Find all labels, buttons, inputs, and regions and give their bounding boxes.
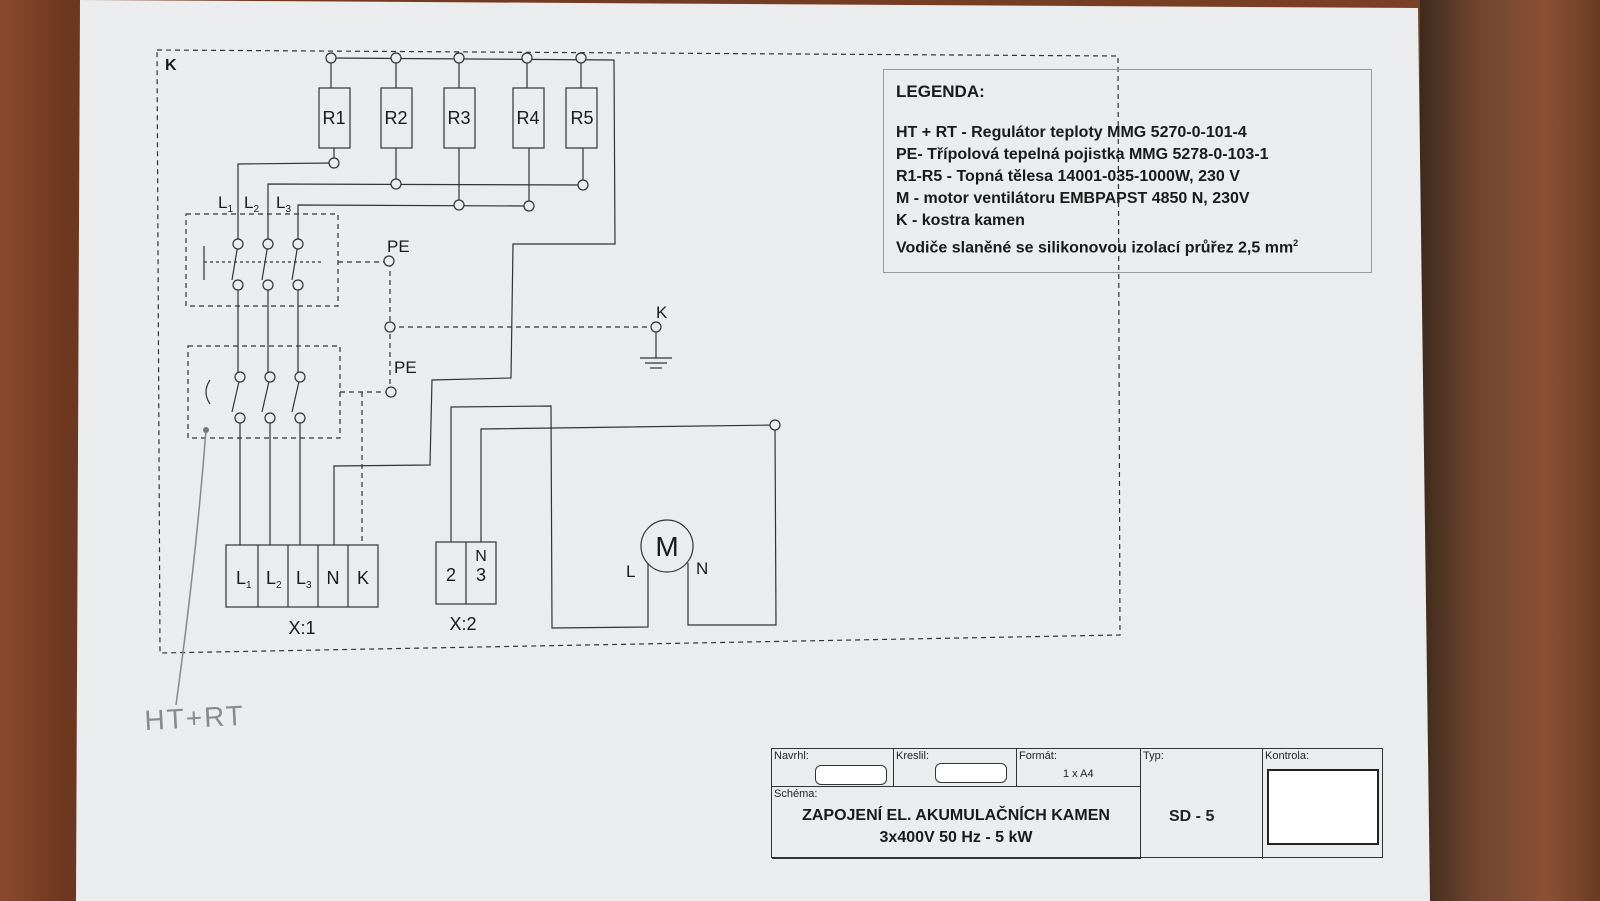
switch-label-l1: L1: [218, 193, 233, 215]
legend-line-k: K - kostra kamen: [896, 212, 1025, 229]
navrhl-label: Navrhl:: [774, 750, 809, 762]
typ-label: Typ:: [1143, 750, 1164, 762]
resistor-r4: R4: [516, 108, 539, 128]
legend-wires-text: Vodiče slaněné se silikonovou izolací pr…: [896, 239, 1294, 257]
typ-value: SD - 5: [1169, 808, 1215, 825]
x1-label-l3: L3: [296, 568, 312, 591]
motor-n-label: N: [696, 559, 708, 578]
resistor-r3: R3: [447, 108, 470, 128]
legend-line-r1-r5: R1-R5 - Topná tělesa 14001-035-1000W, 23…: [896, 168, 1240, 185]
switch-label-l2: L2: [244, 193, 259, 215]
kreslil-cell: Kreslil:: [894, 749, 1017, 787]
pe-label-bottom: PE: [394, 358, 417, 377]
legend-box: LEGENDA: HT + RT - Regulátor teploty MMG…: [883, 69, 1372, 273]
legend-title: LEGENDA:: [896, 82, 985, 101]
legend-wires-superscript: 2: [1293, 238, 1299, 248]
navrhl-cell: Navrhl:: [772, 749, 894, 787]
frame-label: K: [165, 57, 177, 74]
kontrola-redaction: [1267, 769, 1379, 845]
switch-label-l3: L3: [276, 193, 291, 215]
legend-line-motor: M - motor ventilátoru EMBPAPST 4850 N, 2…: [896, 190, 1250, 207]
wood-background-right: [1420, 0, 1600, 901]
kontrola-label: Kontrola:: [1265, 750, 1310, 762]
x1-name: X:1: [288, 618, 315, 638]
frame-dashed: [156, 49, 1121, 654]
title-block: Navrhl: Kreslil: Formát: 1 x A4 Schéma: …: [771, 748, 1384, 859]
format-value: 1 x A4: [1063, 768, 1094, 780]
x1-label-k: K: [357, 568, 369, 588]
legend-line-pe: PE- Třípolová tepelná pojistka MMG 5278-…: [896, 146, 1269, 163]
x2-label-2: 2: [446, 565, 456, 585]
x2-label-n: N: [475, 548, 487, 565]
navrhl-redaction: [815, 765, 887, 785]
x1-label-l2: L2: [266, 568, 282, 591]
kreslil-redaction: [935, 763, 1007, 783]
x2-name: X:2: [449, 614, 476, 634]
schema-title-line1: ZAPOJENÍ EL. AKUMULAČNÍCH KAMEN: [802, 807, 1110, 824]
schema-title-line2: 3x400V 50 Hz - 5 kW: [879, 829, 1033, 846]
format-label: Formát:: [1019, 750, 1057, 762]
paper: [76, 0, 1430, 901]
motor-l-label: L: [626, 562, 635, 581]
schema-label: Schéma:: [774, 788, 818, 800]
x2-label-3: 3: [476, 565, 486, 585]
top-bus: [330, 57, 616, 545]
resistor-r1: R1: [322, 108, 345, 128]
handwritten-ht-rt: HT+RT: [144, 700, 246, 736]
terminal-x1: [225, 544, 379, 608]
typ-cell: Typ: SD - 5: [1141, 749, 1263, 859]
pe-switch-box: [185, 213, 339, 307]
ht-rt-pointer: [175, 429, 207, 706]
x1-label-l1: L1: [236, 568, 252, 591]
kontrola-cell: Kontrola:: [1263, 749, 1384, 859]
resistor-r5: R5: [570, 108, 593, 128]
motor-label: M: [655, 531, 678, 562]
resistor-r2: R2: [384, 108, 407, 128]
legend-line-wires: Vodiče slaněné se silikonovou izolací pr…: [896, 232, 1359, 259]
schema-cell: Schéma: ZAPOJENÍ EL. AKUMULAČNÍCH KAMEN …: [772, 787, 1141, 859]
x1-label-n: N: [327, 568, 340, 588]
ground-label: K: [656, 303, 668, 322]
motor-circle: [640, 519, 694, 573]
kreslil-label: Kreslil:: [896, 750, 930, 762]
format-cell: Formát: 1 x A4: [1017, 749, 1141, 787]
pe-label-top: PE: [387, 237, 410, 256]
legend-line-ht-rt: HT + RT - Regulátor teploty MMG 5270-0-1…: [896, 124, 1247, 141]
